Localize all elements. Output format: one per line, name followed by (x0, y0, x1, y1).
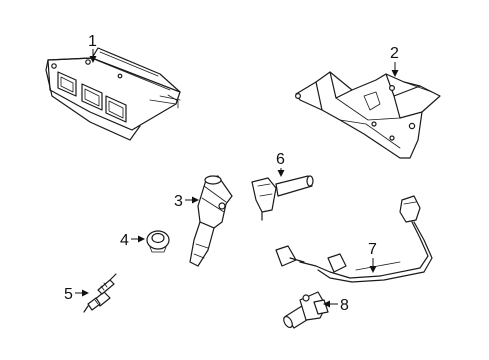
callout-number: 2 (390, 45, 399, 62)
camshaft-sensor (251, 175, 314, 221)
callout-8: 8 (323, 297, 349, 314)
callout-number: 5 (64, 286, 73, 303)
callout-number: 6 (276, 151, 285, 168)
callout-5: 5 (64, 286, 89, 303)
crankshaft-sensor (283, 291, 329, 329)
callout-6: 6 (276, 151, 285, 177)
callout-7: 7 (368, 241, 377, 273)
spark-plug (83, 273, 117, 313)
engine-control-module (45, 47, 181, 141)
knock-sensor-harness (275, 195, 433, 283)
callout-number: 7 (368, 241, 377, 258)
callout-number: 8 (340, 297, 349, 314)
callout-2: 2 (390, 45, 399, 77)
grommet (146, 230, 170, 253)
ignition-coil (189, 175, 233, 267)
callout-1: 1 (88, 33, 97, 63)
callout-number: 1 (88, 33, 97, 50)
callout-4: 4 (120, 232, 145, 249)
callout-number: 3 (174, 193, 183, 210)
ecm-mounting-bracket (295, 71, 441, 159)
callout-3: 3 (174, 193, 199, 210)
callout-number: 4 (120, 232, 129, 249)
